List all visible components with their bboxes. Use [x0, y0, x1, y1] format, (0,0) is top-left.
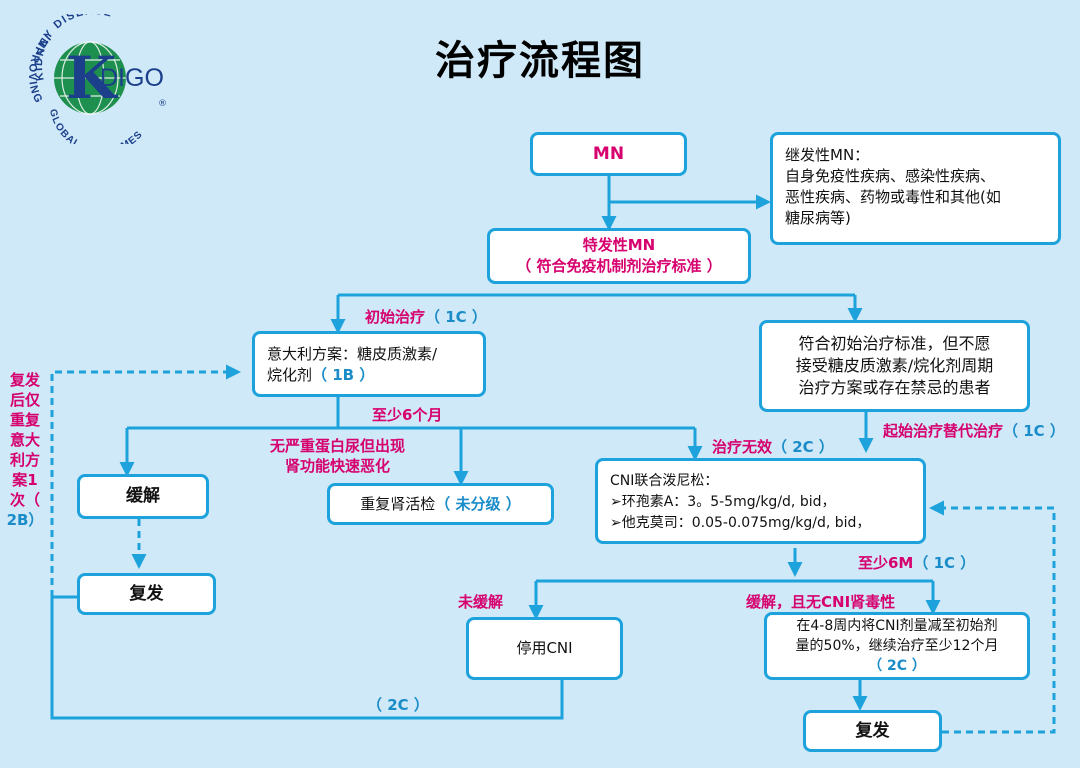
- idiopathic-mn-box: 特发性MN （ 符合免疫机制剂治疗标准 ）: [487, 228, 751, 284]
- remission-box: 缓解: [77, 474, 209, 519]
- reduce-dose-box: 在4-8周内将CNI剂量减至初始剂 量的50%，继续治疗至少12个月 （ 2C …: [764, 612, 1030, 680]
- remission-label: 缓解: [126, 486, 160, 506]
- remission-no-toxicity-label: 缓解，且无CNI肾毒性: [746, 593, 896, 611]
- relapse-left-label: 复发: [129, 583, 164, 604]
- secondary-line2: 恶性疾病、药物或毒性和其他(如: [785, 188, 1001, 206]
- cni-regimen-box: CNI联合泼尼松： ➢环孢素A：3。5-5mg/kg/d, bid， ➢他克莫司…: [595, 458, 926, 544]
- initial-therapy-label: 初始治疗（ 1C ）: [365, 308, 487, 326]
- unwilling-patients-box: 符合初始治疗标准，但不愿 接受糖皮质激素/烷化剂周期 治疗方案或存在禁忌的患者: [759, 320, 1030, 412]
- repeat-biopsy-grade: （ 未分级 ）: [435, 494, 521, 513]
- stop-cni-box: 停用CNI: [466, 617, 623, 680]
- relapse-right-box: 复发: [803, 710, 942, 752]
- repeat-biopsy-box: 重复肾活检（ 未分级 ）: [327, 483, 554, 525]
- cni-line2: ➢他克莫司：0.05-0.075mg/kg/d, bid，: [610, 515, 871, 531]
- logo-registered: ®: [158, 99, 167, 109]
- bottom-grade-label: （ 2C ）: [367, 696, 429, 714]
- six-months-label: 至少6个月: [372, 406, 443, 424]
- stop-return-line: [50, 595, 564, 720]
- secondary-mn-box: 继发性MN： 自身免疫性疾病、感染性疾病、 恶性疾病、药物或毒性和其他(如 糖尿…: [770, 132, 1061, 245]
- relapse-left-box: 复发: [77, 573, 216, 615]
- secondary-line3: 糖尿病等): [785, 209, 851, 227]
- stop-cni-label: 停用CNI: [516, 639, 573, 657]
- reduce-grade: （ 2C ）: [868, 658, 926, 674]
- unwilling-line3: 治疗方案或存在禁忌的患者: [798, 378, 991, 397]
- left-vertical-note: 复发 后仅 重复 意大 利方 案1 次（ 2B）: [6, 371, 44, 529]
- six-m-label: 至少6M（ 1C ）: [858, 554, 976, 572]
- repeat-biopsy-label: 重复肾活检: [360, 494, 436, 513]
- secondary-title: 继发性MN：: [785, 146, 870, 164]
- reduce-line1: 在4-8周内将CNI剂量减至初始剂: [796, 618, 998, 634]
- unwilling-line2: 接受糖皮质激素/烷化剂周期: [795, 356, 994, 375]
- reduce-line2: 量的50%，继续治疗至少12个月: [795, 638, 999, 654]
- unwilling-line1: 符合初始治疗标准，但不愿: [798, 334, 991, 353]
- no-proteinuria-label: 无严重蛋白尿但出现 肾功能快速恶化: [270, 437, 406, 475]
- ineffective-label: 治疗无效（ 2C ）: [712, 438, 834, 456]
- idiopathic-line2: （ 符合免疫机制剂治疗标准 ）: [516, 257, 722, 275]
- cni-title: CNI联合泼尼松：: [610, 473, 719, 489]
- left-relapse-dashed-arrow: [50, 364, 241, 597]
- italian-line1: 意大利方案：糖皮质激素/: [267, 345, 438, 363]
- relapse-right-label: 复发: [855, 720, 890, 741]
- logo-k-letter: K: [66, 44, 119, 112]
- logo-digo: DIGO: [100, 64, 164, 92]
- cni-line1: ➢环孢素A：3。5-5mg/kg/d, bid，: [610, 494, 836, 510]
- alt-therapy-label: 起始治疗替代治疗（ 1C ）: [883, 422, 1065, 440]
- kdigo-logo: K DIGO KIDNEY DISEASE IMPROVING GLOBAL O…: [26, 14, 167, 144]
- mn-box: MN: [530, 132, 687, 176]
- page-title: 治疗流程图: [435, 38, 645, 84]
- mn-label: MN: [592, 143, 625, 164]
- italian-line2: 烷化剂: [267, 366, 313, 384]
- secondary-line1: 自身免疫性疾病、感染性疾病、: [785, 167, 996, 185]
- no-remission-label: 未缓解: [458, 593, 504, 611]
- italian-regimen-box: 意大利方案：糖皮质激素/ 烷化剂（ 1B ）: [252, 331, 486, 397]
- italian-grade: （ 1B ）: [312, 366, 375, 384]
- right-relapse-dashed-arrow: [929, 500, 1056, 734]
- idiopathic-line1: 特发性MN: [582, 236, 656, 254]
